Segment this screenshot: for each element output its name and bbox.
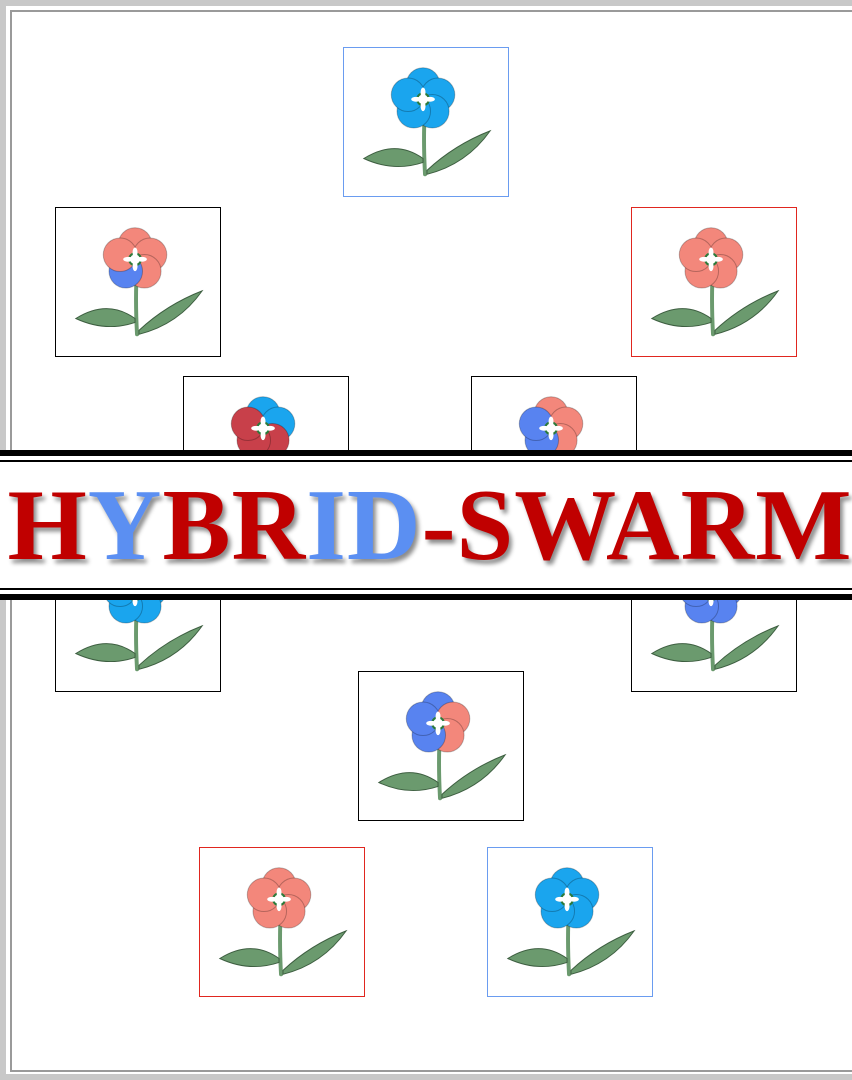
leaf-right [139, 626, 202, 669]
title-letter-d: D [347, 467, 422, 584]
flower-card-pure-red-bottom [199, 847, 365, 997]
stamen [421, 101, 426, 111]
flower-card-pure-blue-bottom [487, 847, 653, 997]
leaf-right [571, 931, 634, 974]
flower-illustration [200, 848, 364, 996]
stamen [277, 901, 282, 911]
flower-illustration [56, 208, 220, 356]
leaf-left [220, 949, 279, 967]
flower-illustration [488, 848, 652, 996]
stamen [569, 897, 579, 902]
leaf-right [715, 626, 778, 669]
leaf-right [283, 931, 346, 974]
leaf-left [364, 149, 423, 167]
stamen [440, 721, 450, 726]
flower-card-hybrid-center [358, 671, 524, 821]
stamen [709, 247, 714, 257]
stamen [553, 426, 563, 431]
flower-card-pure-red-right [631, 207, 797, 357]
title-letter-h: H [7, 467, 87, 584]
leaf-right [139, 291, 202, 334]
stamen [411, 97, 421, 102]
stamen [709, 261, 714, 271]
stamen [713, 257, 723, 262]
flower-card-hybrid-left [55, 207, 221, 357]
stamen [549, 430, 554, 440]
leaf-left [76, 644, 135, 662]
stamen [549, 416, 554, 426]
title-letter-i: I [306, 467, 347, 584]
title-letter-y: Y [88, 467, 163, 584]
stamen [281, 897, 291, 902]
stamen [133, 247, 138, 257]
stamen [425, 97, 435, 102]
stamen [539, 426, 549, 431]
stamen [436, 725, 441, 735]
stamen [261, 416, 266, 426]
stamen [261, 430, 266, 440]
stamen [421, 87, 426, 97]
flower-card-pure-blue-top [343, 47, 509, 197]
leaf-right [442, 755, 505, 798]
leaf-left [652, 309, 711, 327]
title-letter-b: B [162, 467, 231, 584]
leaf-left [652, 644, 711, 662]
stamen [277, 887, 282, 897]
flower-illustration [632, 208, 796, 356]
leaf-right [427, 131, 490, 174]
leaf-right [715, 291, 778, 334]
title-suffix: -SWARM [422, 467, 852, 584]
leaf-left [508, 949, 567, 967]
flower-illustration [359, 672, 523, 820]
stamen [123, 257, 133, 262]
stamen [251, 426, 261, 431]
stamen [565, 901, 570, 911]
title-letter-r: R [232, 467, 307, 584]
stamen [265, 426, 275, 431]
stamen [133, 261, 138, 271]
stamen [137, 257, 147, 262]
flower-illustration [344, 48, 508, 196]
stamen [436, 711, 441, 721]
stamen [565, 887, 570, 897]
stamen [699, 257, 709, 262]
stamen [555, 897, 565, 902]
leaf-left [379, 773, 438, 791]
leaf-left [76, 309, 135, 327]
stamen [426, 721, 436, 726]
stamen [267, 897, 277, 902]
